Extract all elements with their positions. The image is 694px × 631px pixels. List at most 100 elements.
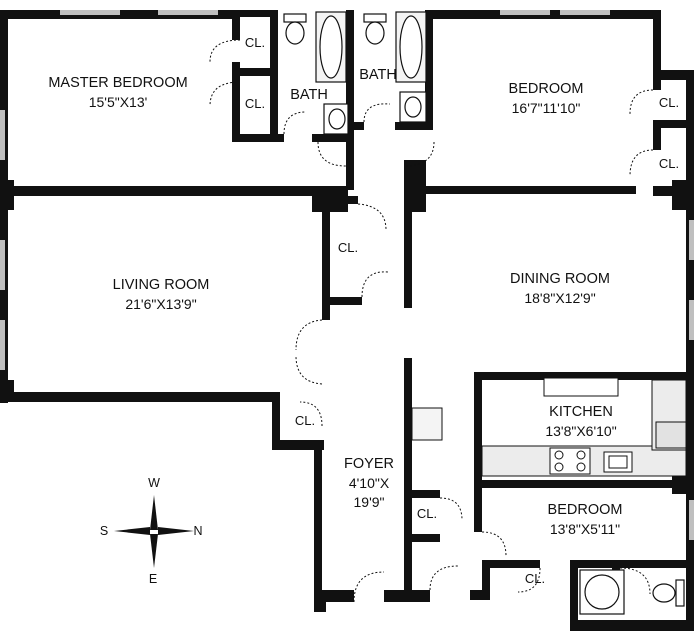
room-label-living-room: LIVING ROOM 21'6"X13'9" (113, 276, 210, 314)
room-dimensions: 13'8"X6'10" (545, 423, 617, 439)
wall (686, 70, 694, 194)
door-swing (403, 141, 435, 167)
wall (0, 392, 276, 402)
door-swing (361, 271, 389, 298)
compass-arrow-left (114, 527, 150, 535)
window (0, 320, 5, 370)
room-name: KITCHEN (549, 404, 613, 420)
compass-arrow-down (150, 534, 158, 568)
window (60, 10, 120, 15)
room-name: LIVING ROOM (112, 277, 210, 293)
wall (672, 180, 694, 210)
compass-arrow-up (150, 495, 158, 530)
toilet-tank (363, 13, 387, 23)
refrigerator (655, 421, 687, 449)
door-swing (481, 531, 507, 557)
wall (322, 196, 358, 204)
room-label-bath-right: BATH (359, 66, 397, 85)
room-dimensions: 4'10"X (348, 475, 390, 491)
wall (404, 186, 426, 212)
door-swing (209, 39, 241, 63)
room-dimensions: 18'8"X12'9" (524, 290, 596, 306)
closet-label: CL. (244, 35, 266, 50)
room-dimensions: 13'8"X5'11" (549, 521, 621, 537)
wall (322, 196, 330, 301)
bathtub-basin (319, 15, 343, 79)
toilet-bowl (365, 21, 385, 45)
wall (412, 490, 440, 498)
room-dimensions: 19'9" (353, 494, 385, 510)
closet-label: CL. (658, 156, 680, 171)
wall (0, 380, 14, 402)
toilet-tank (675, 579, 685, 607)
door-swing (439, 497, 463, 521)
wall (482, 560, 490, 600)
toilet-tank (283, 13, 307, 23)
wall (474, 372, 482, 532)
door-swings (209, 39, 654, 603)
compass-arrow-right (158, 527, 194, 535)
wall (412, 534, 440, 542)
kitchen-fixtures (411, 377, 687, 477)
door-swing (629, 149, 654, 177)
compass-south-label: S (99, 524, 109, 538)
wall (232, 134, 277, 142)
kitchen-sink-basin (608, 455, 628, 469)
room-name: MASTER BEDROOM (48, 75, 188, 91)
window (0, 110, 5, 160)
window (689, 220, 694, 260)
stove-burner (554, 462, 564, 472)
compass-west-label: W (148, 476, 160, 490)
door-swing (357, 203, 387, 231)
foyer-cabinet (411, 407, 443, 441)
wall (312, 134, 354, 142)
room-label-bedroom-ne: BEDROOM 16'7"11'10" (509, 80, 584, 118)
room-name: BATH (359, 67, 397, 83)
wall (272, 392, 280, 450)
closet-label: CL. (524, 571, 546, 586)
wall (232, 62, 240, 142)
closet-label: CL. (658, 95, 680, 110)
toilet-bowl (652, 583, 676, 603)
wall (426, 186, 636, 194)
wall (354, 122, 364, 130)
door-swing (283, 111, 307, 135)
door-swing (209, 81, 241, 107)
windows (0, 10, 694, 540)
wall (0, 186, 322, 196)
room-label-bedroom-small: BEDROOM 13'8"X5'11" (548, 501, 623, 539)
room-dimensions: 21'6"X13'9" (125, 296, 197, 312)
wall (488, 560, 540, 568)
room-label-kitchen: KITCHEN 13'8"X6'10" (545, 403, 616, 441)
door-swing (317, 141, 347, 167)
wall (272, 440, 324, 450)
wall (425, 10, 433, 130)
bathtub-basin (399, 15, 423, 79)
compass-north-label: N (193, 524, 203, 538)
kitchen-upper-cabinet (543, 377, 619, 397)
stove-burner (576, 462, 586, 472)
stove-burner (554, 450, 564, 460)
shower-drain (584, 574, 620, 610)
room-label-foyer: FOYER 4'10"X 19'9" (344, 455, 394, 512)
window (689, 300, 694, 340)
wall (314, 590, 326, 612)
wall (470, 590, 488, 600)
stove-burner (576, 450, 586, 460)
door-swing (363, 103, 391, 123)
wall (404, 358, 412, 590)
wall (653, 120, 686, 128)
wall (653, 70, 694, 80)
wall (232, 10, 276, 17)
sink-basin (328, 108, 346, 130)
window (689, 500, 694, 540)
compass-rose (114, 495, 194, 568)
wall (474, 480, 694, 488)
wall (278, 134, 284, 142)
door-swing (295, 319, 323, 351)
wall (270, 10, 278, 142)
closet-label: CL. (244, 96, 266, 111)
window (560, 10, 610, 15)
